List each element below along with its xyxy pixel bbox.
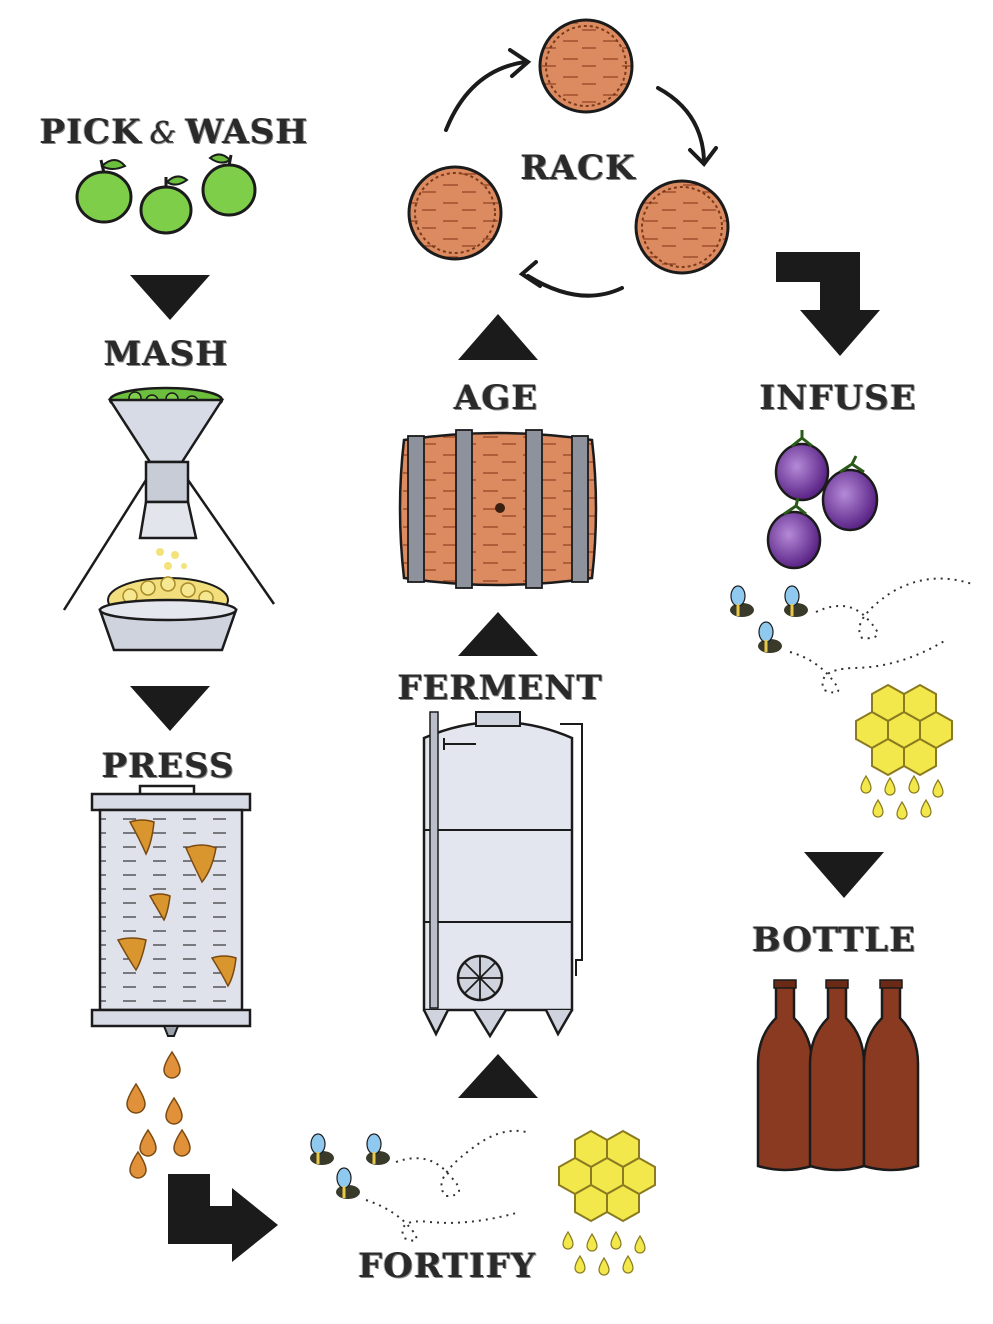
barrel-icon — [398, 429, 598, 589]
arrow-down-icon — [130, 686, 210, 731]
arrow-down-icon — [776, 252, 880, 356]
bee-trail — [395, 1129, 527, 1198]
apple-icon — [75, 159, 133, 224]
barrel-end-icon — [634, 179, 730, 275]
honey-drop-icon — [860, 774, 944, 820]
arrow-right-icon — [168, 1174, 278, 1262]
press-icon — [90, 784, 252, 1037]
step-label-pick-wash: PICK&WASH — [40, 112, 309, 152]
arrow-down-icon — [130, 275, 210, 320]
step-label-mash: MASH — [103, 334, 229, 374]
drop-icon — [126, 1050, 191, 1179]
blackberry-icon — [766, 497, 822, 570]
bee-icon — [784, 585, 808, 617]
honeycomb-icon — [558, 1129, 656, 1223]
bee-icon — [366, 1133, 390, 1165]
step-label-rack: RACK — [520, 148, 636, 188]
bee-icon — [310, 1133, 334, 1165]
barrel-end-icon — [538, 18, 634, 114]
step-label-bottle: BOTTLE — [751, 920, 917, 960]
step-label-infuse: INFUSE — [759, 378, 917, 418]
bee-trail — [789, 639, 947, 694]
bee-trail — [365, 1199, 521, 1242]
bee-icon — [730, 585, 754, 617]
step-label-ferment: FERMENT — [397, 668, 603, 708]
arrow-up-icon — [458, 1054, 538, 1098]
bottle-icon — [808, 979, 866, 1172]
blackberry-icon — [774, 430, 830, 502]
grinder-icon — [62, 386, 276, 611]
barrel-end-icon — [407, 165, 503, 261]
bottle-icon — [862, 979, 920, 1172]
cycle-arrows — [444, 48, 718, 298]
mash-bowl-icon — [98, 576, 238, 652]
honey-drop-icon — [562, 1230, 646, 1276]
apple-icon — [201, 153, 257, 217]
step-label-press: PRESS — [101, 746, 235, 786]
arrow-up-icon — [458, 314, 538, 360]
arrow-up-icon — [458, 612, 538, 656]
blackberry-icon — [821, 455, 879, 532]
bee-icon — [336, 1167, 360, 1199]
bee-trail — [815, 577, 973, 640]
step-label-fortify: FORTIFY — [357, 1246, 537, 1286]
step-label-age: AGE — [453, 378, 539, 418]
wash-label: WASH — [185, 112, 309, 152]
pick-label: PICK — [39, 112, 142, 152]
arrow-down-icon — [804, 852, 884, 898]
apple-icon — [139, 175, 193, 235]
amp-label: & — [149, 116, 178, 151]
honeycomb-icon — [855, 683, 953, 777]
tank-icon — [422, 711, 583, 1039]
bottle-icon — [756, 979, 814, 1172]
bee-icon — [758, 621, 782, 653]
